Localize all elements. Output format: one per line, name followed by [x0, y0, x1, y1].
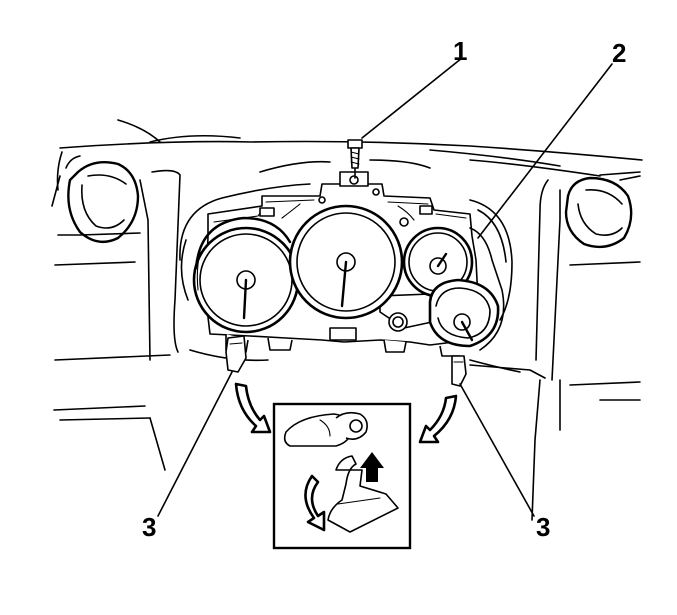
callout-label-1: 1 — [453, 36, 467, 66]
right-removal-arrow — [418, 394, 458, 444]
instrument-cluster — [179, 159, 513, 357]
right-clip — [451, 355, 467, 387]
callout-label-3-left: 3 — [142, 512, 156, 542]
left-removal-arrow — [234, 382, 272, 434]
clip-detail-inset — [272, 402, 412, 550]
up-arrow-icon — [360, 452, 384, 482]
cluster-lens-outline — [194, 216, 505, 351]
callout-label-2: 2 — [612, 38, 626, 68]
callout-label-3-right: 3 — [536, 512, 550, 542]
dashboard-outline — [53, 119, 643, 521]
right-air-vent — [564, 175, 641, 249]
leader-lines — [157, 57, 613, 517]
left-air-vent — [51, 155, 140, 244]
left-clip — [225, 335, 247, 373]
screw — [347, 139, 363, 179]
